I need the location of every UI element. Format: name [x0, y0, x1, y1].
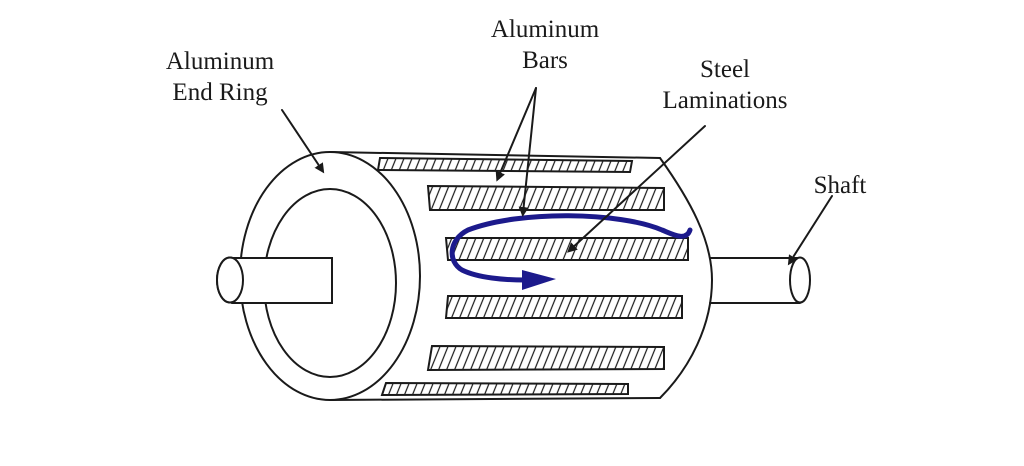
end-ring-label-line2: End Ring — [172, 79, 268, 106]
laminations-label-line1: Steel — [700, 56, 750, 83]
laminations-leader — [567, 125, 706, 253]
end-ring-leader — [281, 109, 325, 174]
current-path-arrow — [449, 213, 693, 290]
aluminum-bars — [376, 156, 689, 397]
bars-label-line1: Aluminum — [490, 16, 600, 43]
rotor-cylinder-body — [329, 151, 714, 401]
bars-label-line2: Bars — [522, 47, 568, 74]
laminations-label: Steel Laminations — [640, 54, 810, 116]
front-shaft — [216, 256, 333, 304]
bars-label: Aluminum Bars — [472, 14, 618, 76]
shaft-label: Shaft — [800, 170, 880, 201]
bars-leader-right — [518, 87, 537, 217]
shaft-label-text: Shaft — [813, 172, 867, 199]
shaft-leader — [787, 195, 833, 266]
end-ring-label: Aluminum End Ring — [150, 46, 290, 108]
laminations-label-line2: Laminations — [662, 87, 788, 114]
right-shaft — [709, 256, 811, 304]
end-ring-label-line1: Aluminum — [165, 48, 275, 75]
leader-lines — [281, 87, 833, 266]
bars-leader-left — [495, 87, 537, 182]
